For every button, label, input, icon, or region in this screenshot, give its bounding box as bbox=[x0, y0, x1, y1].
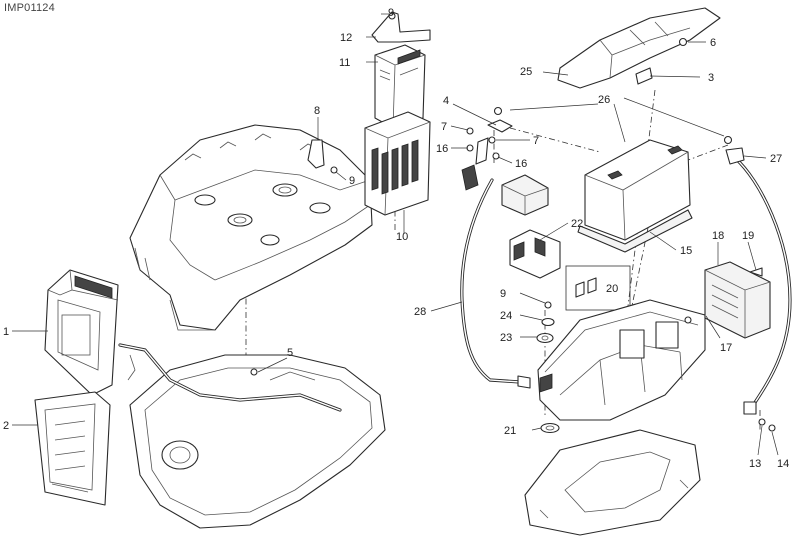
screw-26 bbox=[723, 135, 733, 145]
callout-27: 27 bbox=[770, 153, 782, 165]
callout-9-top: 9 bbox=[388, 7, 394, 19]
callout-9-low: 9 bbox=[500, 288, 506, 300]
callout-labels: 1 2 3 4 5 6 7 7 8 9 9 9 11 12 13 14 15 1… bbox=[3, 7, 789, 470]
fuse-box bbox=[565, 265, 631, 311]
callout-21: 21 bbox=[504, 425, 516, 437]
relay-block-10 bbox=[364, 111, 431, 216]
callout-15: 15 bbox=[680, 245, 692, 257]
callout-10: 10 bbox=[396, 231, 408, 243]
battery bbox=[577, 139, 693, 253]
document-code: IMP01124 bbox=[4, 2, 55, 14]
callout-5: 5 bbox=[287, 347, 293, 359]
frame-harness bbox=[118, 343, 386, 529]
callout-25: 25 bbox=[520, 66, 532, 78]
callout-18: 18 bbox=[712, 230, 724, 242]
ground-cable bbox=[725, 147, 792, 432]
fastener-stack bbox=[536, 301, 560, 434]
callout-16b: 16 bbox=[515, 158, 527, 170]
callout-12: 12 bbox=[340, 32, 352, 44]
terminal-hardware bbox=[461, 106, 513, 191]
lower-tray bbox=[524, 429, 701, 536]
callout-20: 20 bbox=[606, 283, 618, 295]
callout-22: 22 bbox=[571, 218, 583, 230]
module-11 bbox=[374, 44, 426, 129]
callout-3: 3 bbox=[708, 72, 714, 84]
callout-14: 14 bbox=[777, 458, 789, 470]
ecu-unit bbox=[44, 269, 119, 396]
callout-17: 17 bbox=[720, 342, 732, 354]
callout-13: 13 bbox=[749, 458, 761, 470]
callout-2: 2 bbox=[3, 420, 9, 432]
callout-1: 1 bbox=[3, 326, 9, 338]
callout-8: 8 bbox=[314, 105, 320, 117]
callout-16a: 16 bbox=[436, 143, 448, 155]
airbox-assembly bbox=[129, 124, 373, 331]
callout-19: 19 bbox=[742, 230, 754, 242]
bracket-clip bbox=[307, 139, 338, 174]
callout-6: 6 bbox=[710, 37, 716, 49]
callout-9-mid: 9 bbox=[349, 175, 355, 187]
voltage-regulator bbox=[704, 261, 771, 339]
rear-cover bbox=[557, 7, 721, 89]
leader-lines bbox=[12, 13, 779, 456]
callout-23: 23 bbox=[500, 332, 512, 344]
ecu-tray bbox=[34, 391, 111, 506]
starter-relay bbox=[501, 174, 561, 279]
battery-cable bbox=[460, 178, 531, 389]
callout-7b: 7 bbox=[533, 135, 539, 147]
callout-28: 28 bbox=[414, 306, 426, 318]
bracket-12 bbox=[371, 11, 431, 43]
battery-tray bbox=[537, 299, 706, 421]
callout-7a: 7 bbox=[441, 121, 447, 133]
callout-4: 4 bbox=[443, 95, 449, 107]
callout-24: 24 bbox=[500, 310, 512, 322]
callout-26: 26 bbox=[598, 94, 610, 106]
callout-11: 11 bbox=[339, 57, 350, 69]
